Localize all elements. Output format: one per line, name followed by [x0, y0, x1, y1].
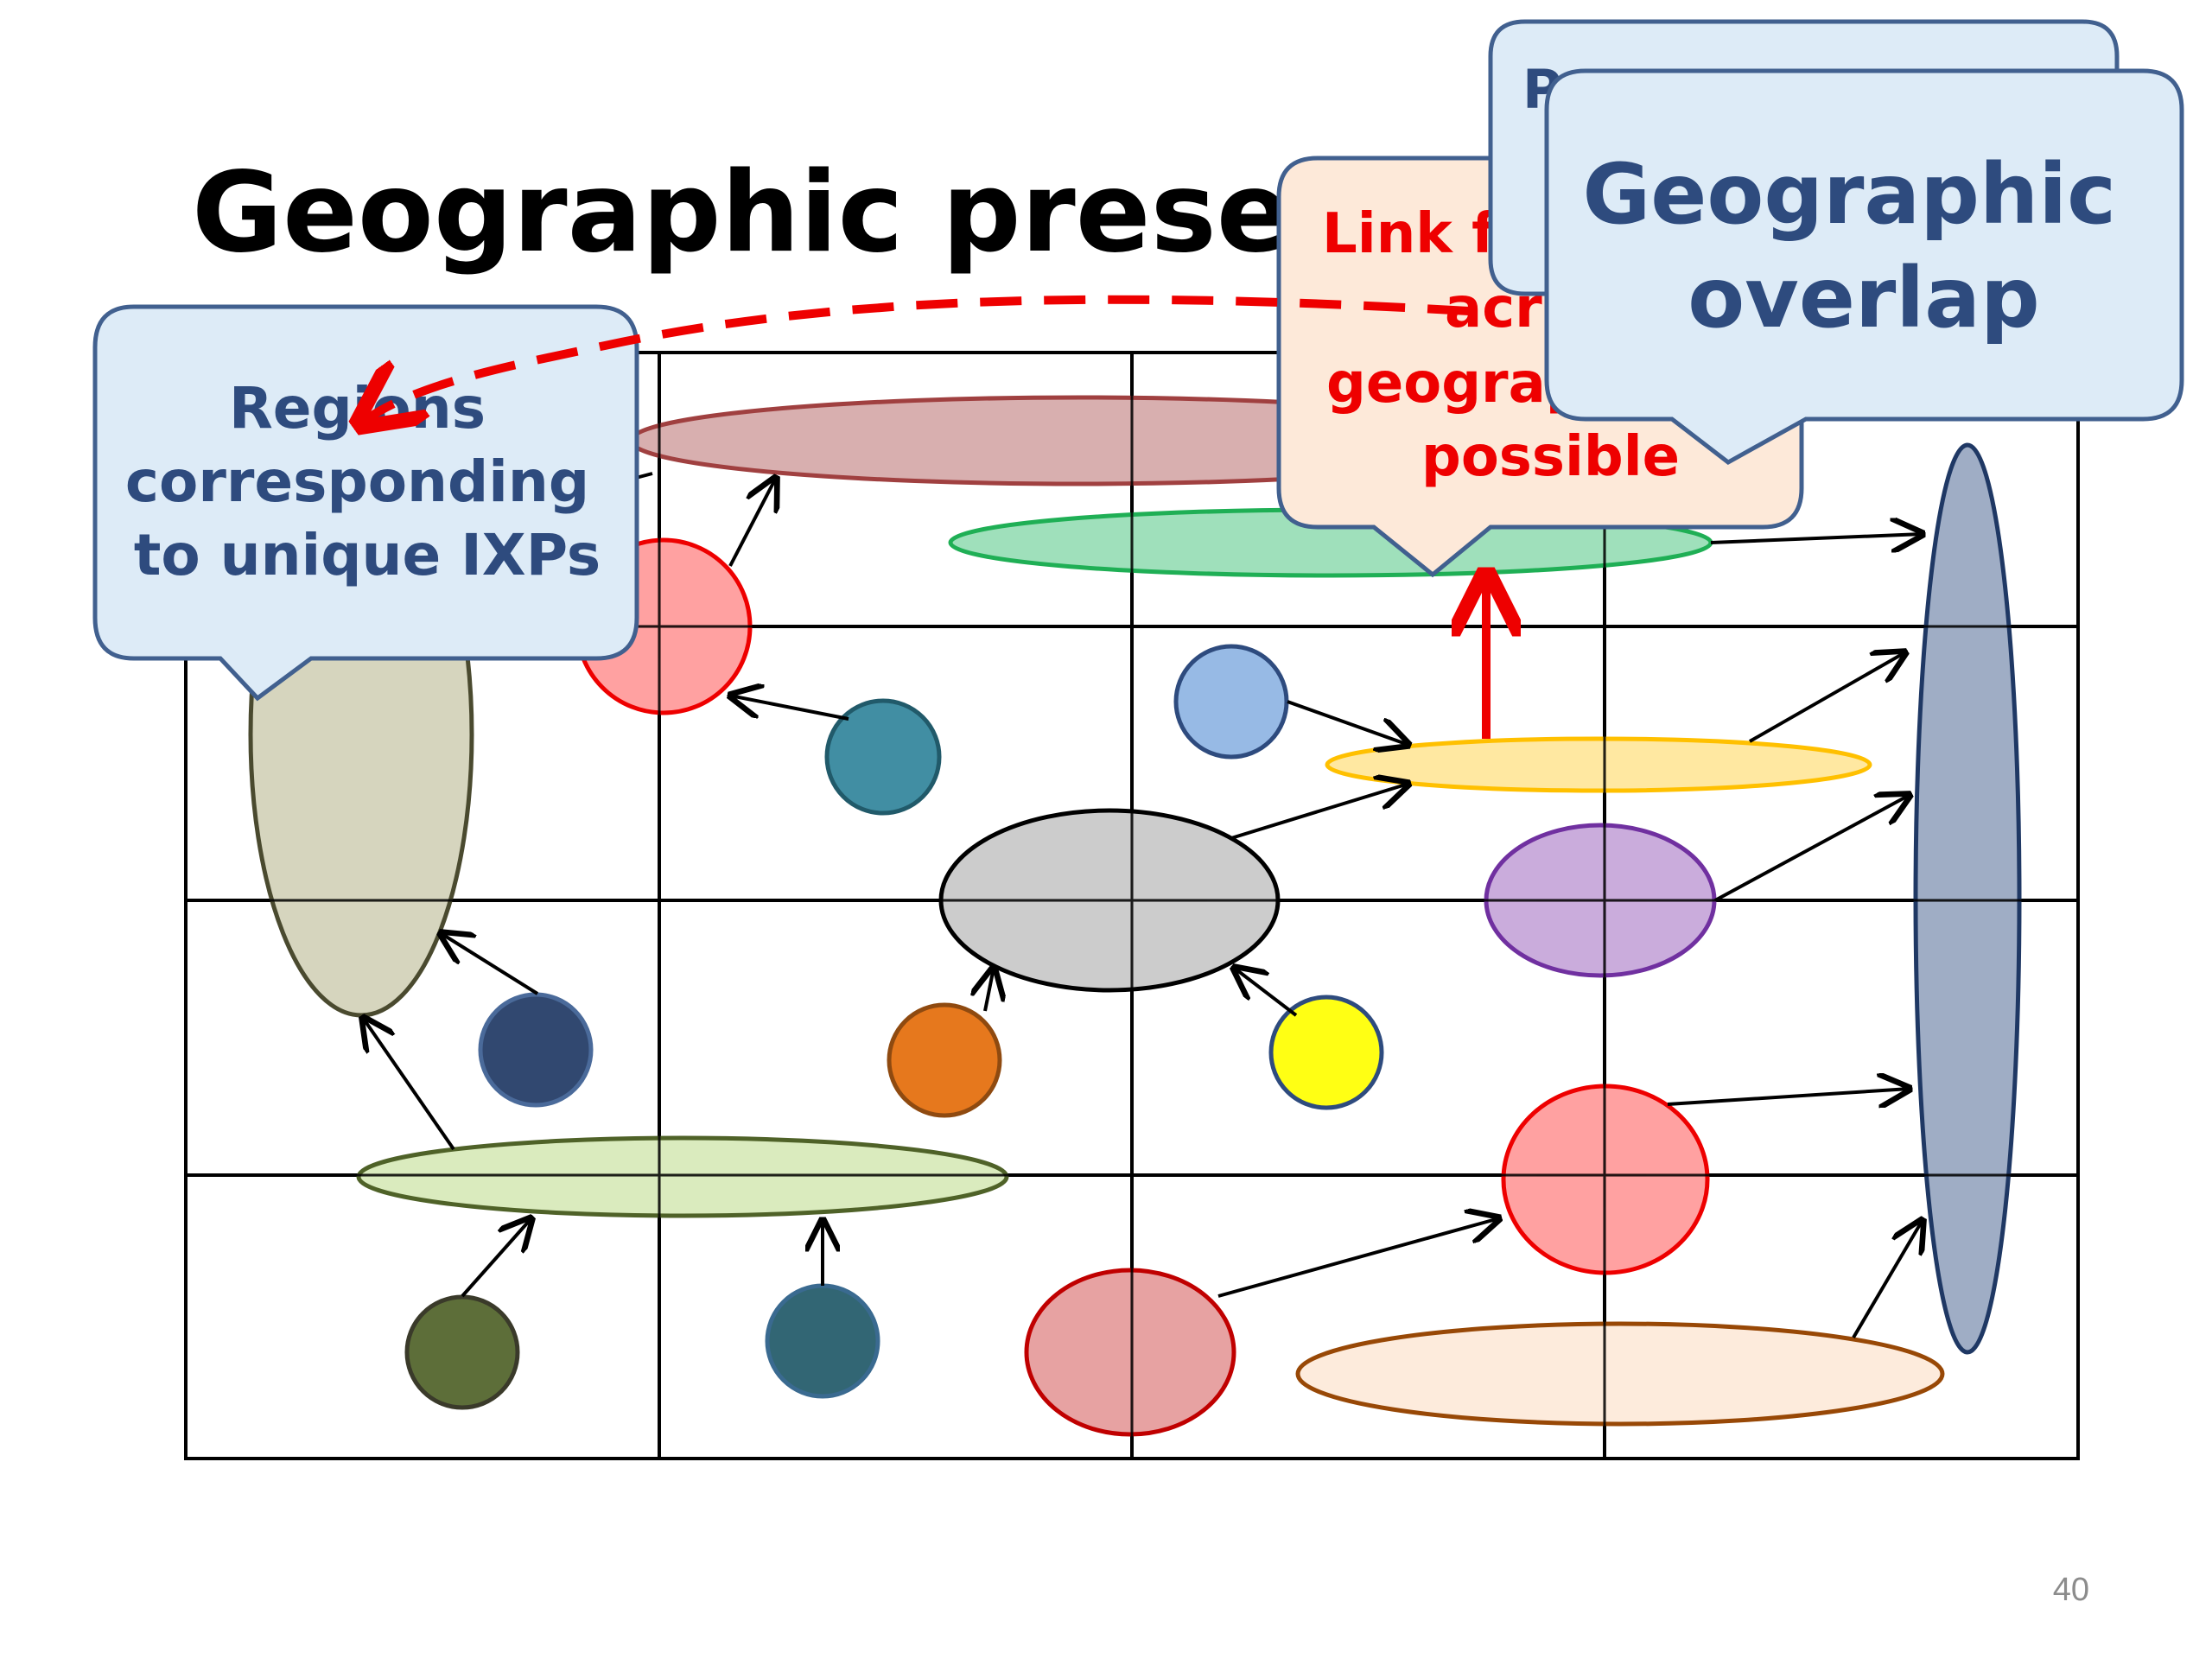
callout-link-line-1: Link f [1322, 202, 1497, 266]
arrow [1287, 700, 1408, 745]
svg-text:Geographic overlap: Geographic overlap [1583, 146, 2145, 346]
callout-link-line-3: geograp [1326, 352, 1586, 416]
arrow [1852, 1220, 1923, 1339]
arrow [1749, 652, 1905, 743]
arrow [728, 478, 776, 567]
region-rose-circle [1024, 1268, 1236, 1437]
callout-geographic-overlap: Geographic overlap [1544, 68, 2184, 465]
arrow [363, 1018, 455, 1151]
page-number: 40 [2053, 1572, 2089, 1608]
arrow [1217, 1218, 1499, 1298]
region-olive-circle [404, 1294, 520, 1410]
arrow [1714, 795, 1910, 902]
region-yellow-ellipse [1325, 736, 1872, 793]
arrow [985, 968, 994, 1012]
region-darkteal-circle [765, 1283, 880, 1399]
region-slate-ellipse [1913, 442, 2022, 1355]
arrow [1230, 784, 1408, 840]
region-grid-overlay [186, 353, 2078, 1459]
region-orange-circle [887, 1002, 1002, 1118]
callout-link-line-4: possible [1421, 425, 1680, 489]
callout-regions-line-2: corresponding [125, 448, 589, 515]
region-yellow-circle [1268, 995, 1384, 1110]
callout-regions: Regions corresponding to unique IXPs [92, 304, 639, 702]
red-dashed-arrow [363, 295, 1470, 422]
region-lightgreen-ellipse [356, 1135, 1009, 1218]
svg-text:Link f acr geograp: Link f acr geograp possible [1322, 202, 1680, 489]
arrow [1234, 968, 1298, 1017]
arrow [441, 933, 539, 995]
callout-regions-line-3: to unique IXPs [134, 522, 601, 588]
callout-overlap-line-1: Geographic [1583, 146, 2117, 243]
region-teal-circle [824, 698, 942, 816]
region-lightblue-circle [1173, 644, 1289, 760]
arrow [1710, 534, 1923, 543]
arrow [730, 696, 849, 721]
callout-overlap-line-2: overlap [1688, 250, 2039, 346]
arrows [363, 474, 1923, 1339]
region-peach-ellipse [1295, 1321, 1945, 1427]
arrow [461, 1218, 531, 1298]
arrow [1667, 1089, 1910, 1104]
region-navy-circle [478, 992, 594, 1108]
